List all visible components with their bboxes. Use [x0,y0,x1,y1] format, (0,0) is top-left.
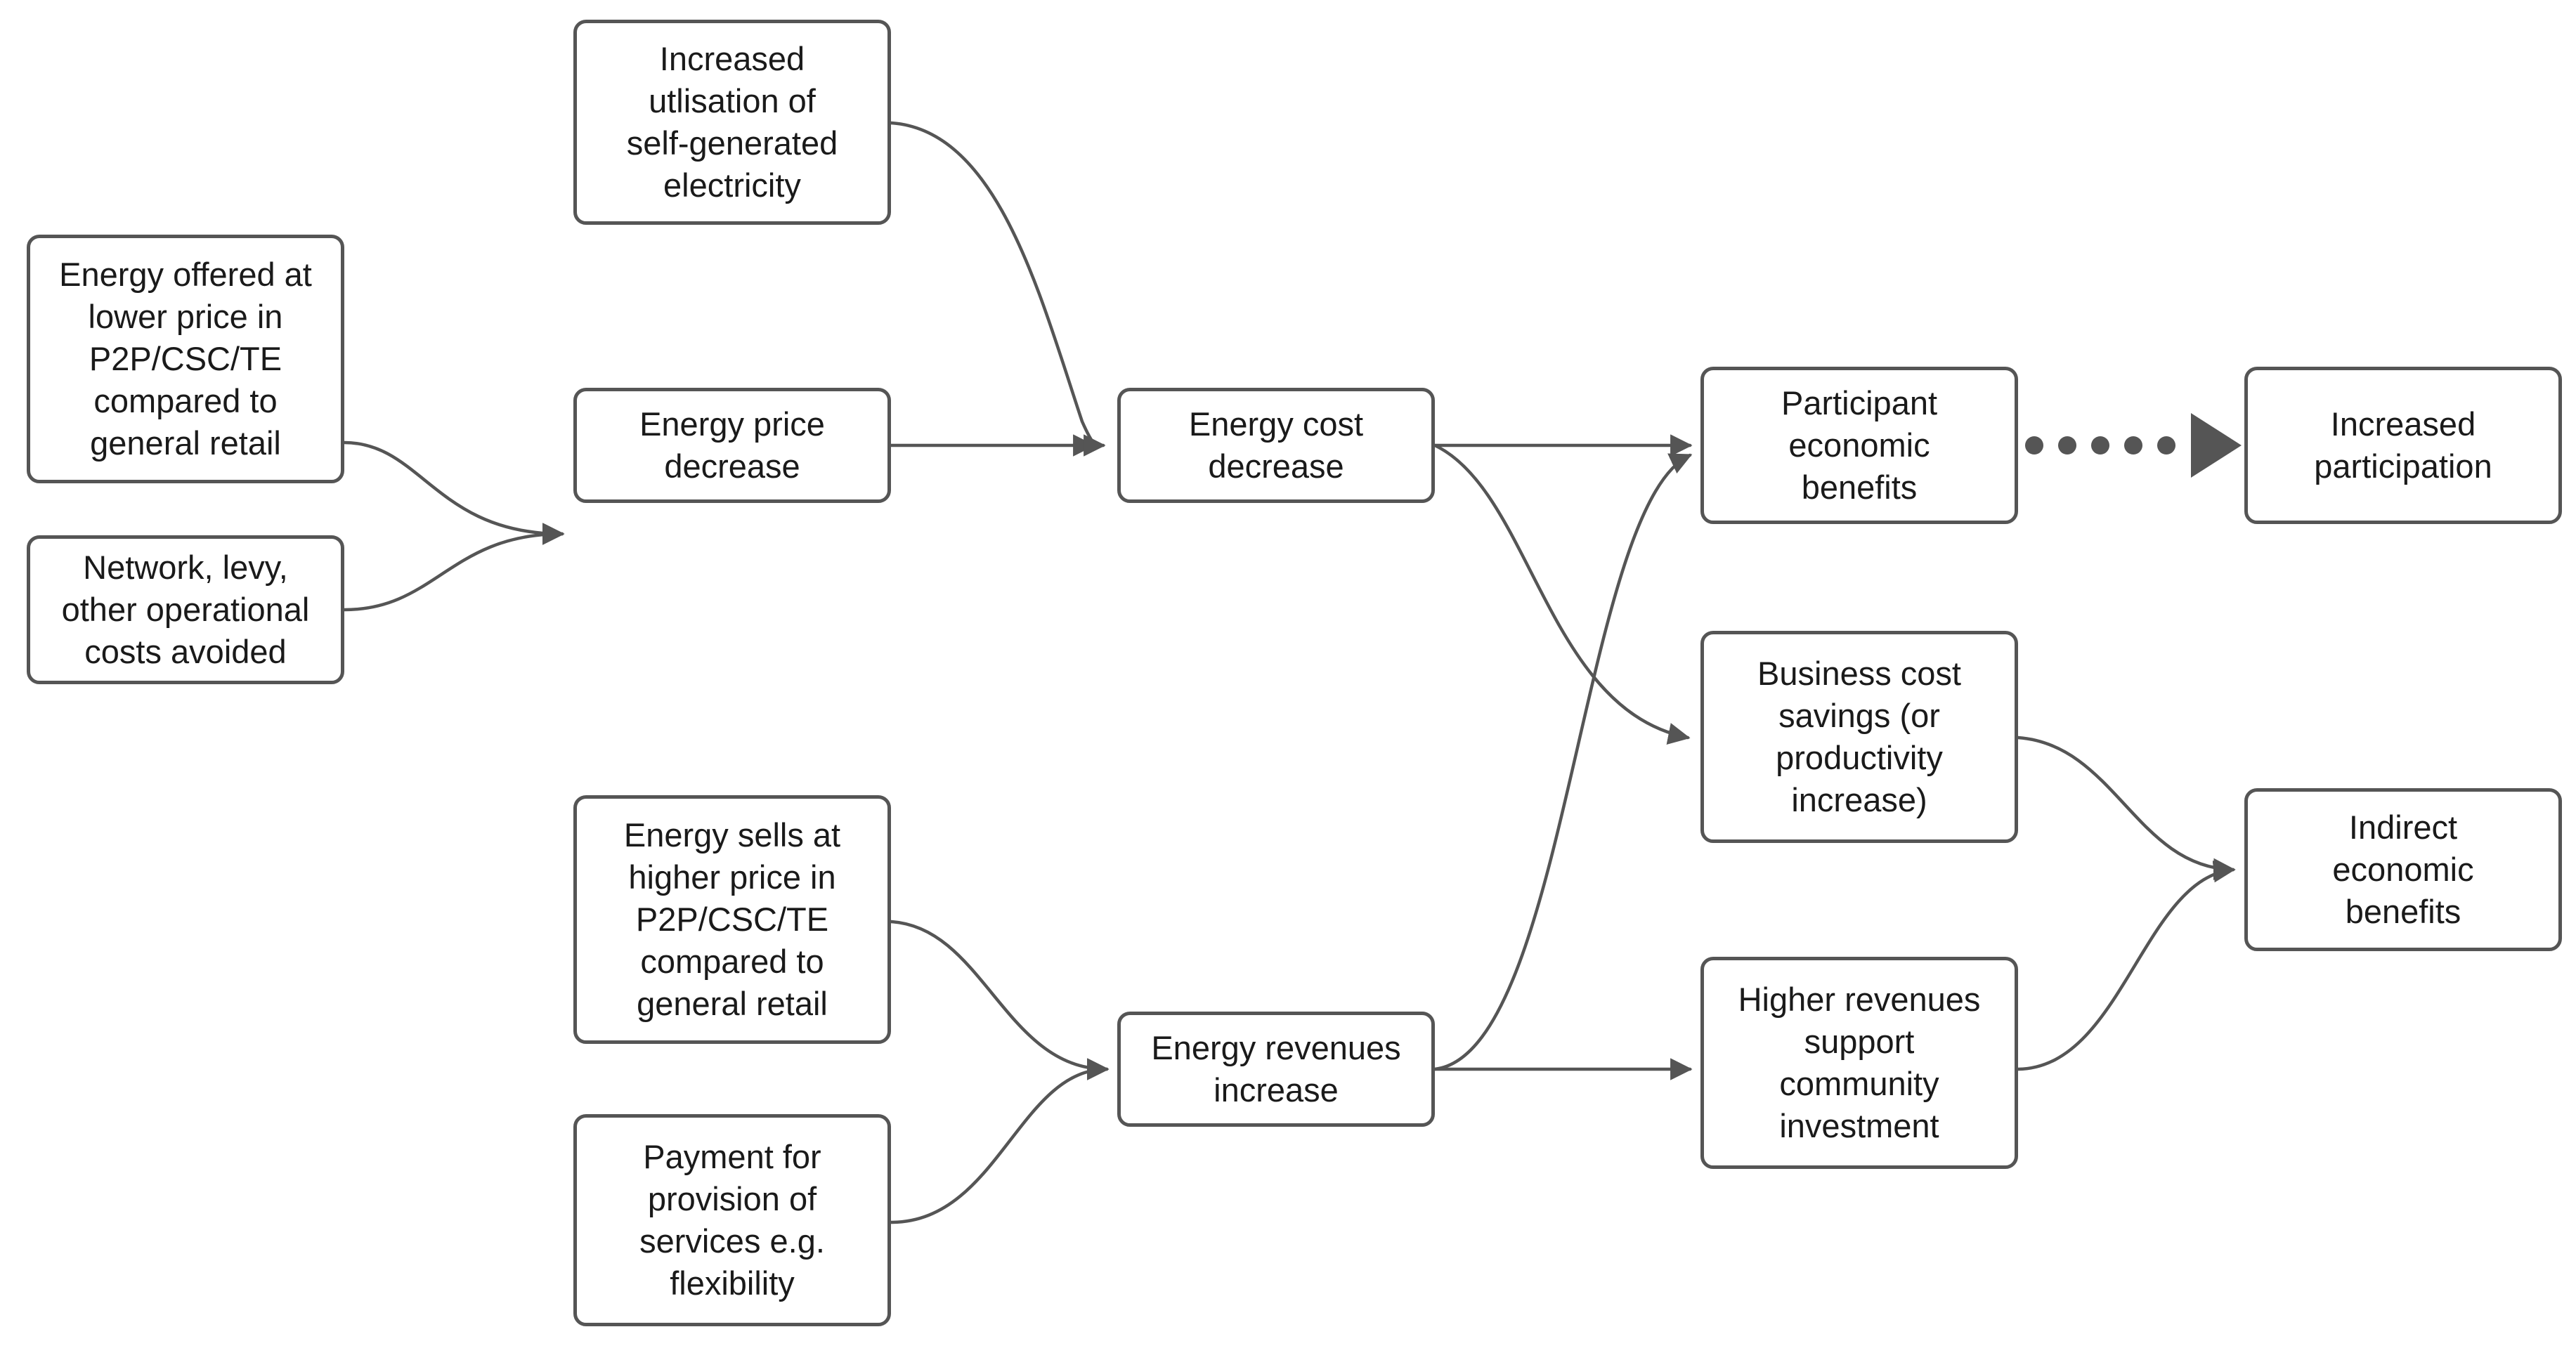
node-label-indirect-economic-benefits: Indirect economic benefits [2332,808,2474,931]
node-label-increased-utilisation: Increased utlisation of self-generated e… [626,39,838,204]
node-energy-revenues-increase[interactable]: Energy revenues increase [1117,1012,1435,1127]
node-energy-price-decrease[interactable]: Energy price decrease [573,388,891,503]
dotted-edge-dot-3 [2124,436,2142,455]
node-label-participant-economic-benefits: Participant economic benefits [1781,384,1938,506]
edge-network-levy-costs-avoided-to-energy-price-decrease [342,523,565,612]
dotted-edge-dot-0 [2025,436,2043,455]
node-label-energy-sells-higher-price: Energy sells at higher price in P2P/CSC/… [623,816,841,1023]
node-label-energy-revenues-increase: Energy revenues increase [1151,1028,1401,1109]
node-label-increased-participation: Increased participation [2314,405,2492,485]
node-increased-participation[interactable]: Increased participation [2244,367,2562,524]
dotted-edge-dot-2 [2091,436,2109,455]
node-energy-sells-higher-price[interactable]: Energy sells at higher price in P2P/CSC/… [573,795,891,1044]
edge-payment-for-services-to-energy-revenues-increase [889,1058,1110,1224]
node-payment-for-services[interactable]: Payment for provision of services e.g. f… [573,1114,891,1326]
node-label-energy-offered-lower-price: Energy offered at lower price in P2P/CSC… [59,255,312,462]
node-label-higher-revenues-community: Higher revenues support community invest… [1738,980,1981,1145]
edge-increased-utilisation-to-energy-cost-decrease [889,121,1106,457]
edge-energy-offered-lower-price-to-energy-price-decrease [342,440,565,545]
node-participant-economic-benefits[interactable]: Participant economic benefits [1700,367,2018,524]
node-label-energy-price-decrease: Energy price decrease [639,405,825,485]
edge-higher-revenues-community-to-indirect-economic-benefits [2016,860,2236,1071]
dotted-edge-arrowhead [2191,413,2242,478]
dotted-edge-dot-1 [2058,436,2076,455]
node-energy-cost-decrease[interactable]: Energy cost decrease [1117,388,1435,503]
edge-energy-cost-decrease-to-business-cost-savings [1433,443,1691,745]
dotted-edge-dots [2025,413,2242,478]
node-label-energy-cost-decrease: Energy cost decrease [1188,405,1364,485]
dotted-edge-dot-4 [2157,436,2175,455]
node-network-levy-costs-avoided[interactable]: Network, levy, other operational costs a… [27,535,344,684]
edge-energy-sells-higher-price-to-energy-revenues-increase [889,920,1110,1080]
node-indirect-economic-benefits[interactable]: Indirect economic benefits [2244,788,2562,951]
edge-energy-revenues-increase-to-participant-economic-benefits [1433,453,1693,1071]
node-label-business-cost-savings: Business cost savings (or productivity i… [1757,654,1961,819]
node-energy-offered-lower-price[interactable]: Energy offered at lower price in P2P/CSC… [27,235,344,483]
node-business-cost-savings[interactable]: Business cost savings (or productivity i… [1700,631,2018,843]
node-label-payment-for-services: Payment for provision of services e.g. f… [639,1137,825,1302]
node-increased-utilisation[interactable]: Increased utlisation of self-generated e… [573,20,891,225]
node-higher-revenues-community[interactable]: Higher revenues support community invest… [1700,957,2018,1169]
node-label-network-levy-costs-avoided: Network, levy, other operational costs a… [61,548,310,671]
edge-business-cost-savings-to-indirect-economic-benefits [2016,735,2236,881]
